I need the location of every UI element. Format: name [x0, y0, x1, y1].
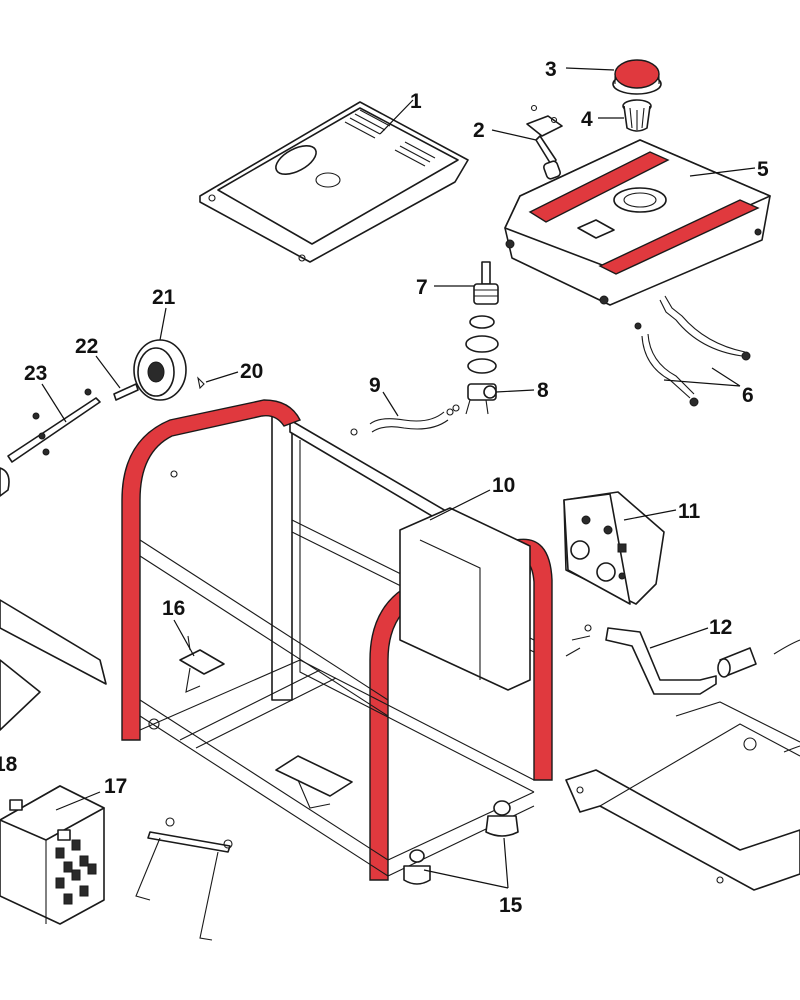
wheel-axle — [113, 383, 139, 401]
callout-1: 1 — [410, 90, 422, 113]
leader-lines — [41, 67, 756, 889]
callout-6: 6 — [742, 384, 754, 407]
fuel-tank — [504, 139, 771, 306]
muffler-pipe — [565, 624, 800, 695]
callout-2: 2 — [473, 119, 485, 142]
main-frame — [121, 399, 553, 881]
fuel-valve — [465, 261, 499, 374]
axle-bar — [0, 388, 101, 497]
callout-21: 21 — [152, 286, 176, 309]
callout-20: 20 — [240, 360, 263, 383]
control-panel — [563, 491, 665, 605]
callout-4: 4 — [581, 108, 593, 131]
callout-8: 8 — [537, 379, 549, 402]
callout-11: 11 — [678, 500, 701, 523]
callout-15: 15 — [499, 894, 523, 917]
rubber-feet — [403, 800, 519, 885]
callout-12: 12 — [709, 616, 732, 639]
battery-hold-down — [135, 817, 233, 941]
fuel-cock — [452, 383, 497, 415]
engine-mount-frame — [565, 701, 800, 891]
callout-5: 5 — [757, 158, 769, 181]
callout-7: 7 — [416, 276, 428, 299]
fuel-gauge — [526, 104, 563, 180]
frame-bracket — [179, 635, 225, 693]
callout-16: 16 — [162, 597, 185, 620]
callout-labels: 1 2 3 4 5 6 7 8 9 10 11 12 15 16 17 18 2… — [0, 58, 769, 917]
side-rail — [0, 599, 107, 731]
fuel-filter — [622, 99, 652, 132]
callout-22: 22 — [75, 335, 98, 358]
callout-9: 9 — [369, 374, 381, 397]
wheel-pin — [197, 376, 205, 390]
fuel-cap — [612, 59, 662, 95]
battery-checker-pattern — [55, 839, 97, 905]
callout-23: 23 — [24, 362, 47, 385]
callout-18: 18 — [0, 753, 18, 776]
fuel-hose-set — [634, 295, 751, 407]
callout-3: 3 — [545, 58, 557, 81]
callout-10: 10 — [492, 474, 515, 497]
fuel-line — [350, 408, 454, 436]
battery — [0, 785, 105, 925]
top-cover-panel — [199, 101, 469, 263]
wheel — [133, 339, 187, 401]
callout-17: 17 — [104, 775, 127, 798]
